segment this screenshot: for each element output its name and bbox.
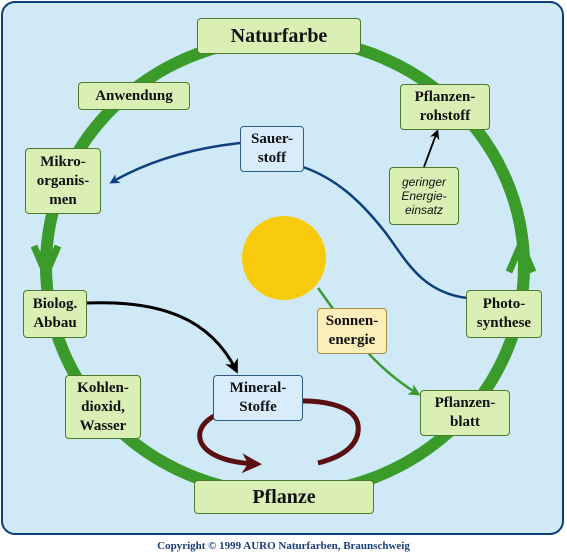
node-naturfarbe: Naturfarbe [197,18,361,54]
node-pflanze: Pflanze [194,480,374,514]
node-mineralstoffe: Mineral- Stoffe [213,375,303,421]
node-photosynthese: Photo- synthese [466,290,542,338]
cycle-chevron-left [30,244,62,283]
oxygen-arrow [109,141,241,184]
node-kohlendioxid-wasser: Kohlen- dioxid, Wasser [65,375,141,439]
node-geringer-energieeinsatz: geringer Energie- einsatz [389,167,459,225]
node-pflanzenblatt: Pflanzen- blatt [420,390,510,436]
copyright-text: Copyright © 1999 AURO Naturfarben, Braun… [157,540,410,552]
node-anwendung: Anwendung [78,82,190,110]
decomposition-arrow [85,301,238,374]
node-mikroorganismen: Mikro- organis- men [25,148,101,214]
sun-icon [242,216,326,300]
oxygen-curve [302,165,468,300]
node-biolog-abbau: Biolog. Abbau [23,290,87,338]
cycle-chevron-right [505,235,537,274]
node-pflanzenrohstoff: Pflanzen- rohstoff [400,84,490,130]
energy-input-arrow [423,129,440,168]
node-sonnenenergie: Sonnen- energie [317,308,387,354]
node-sauerstoff: Sauer- stoff [240,126,304,172]
